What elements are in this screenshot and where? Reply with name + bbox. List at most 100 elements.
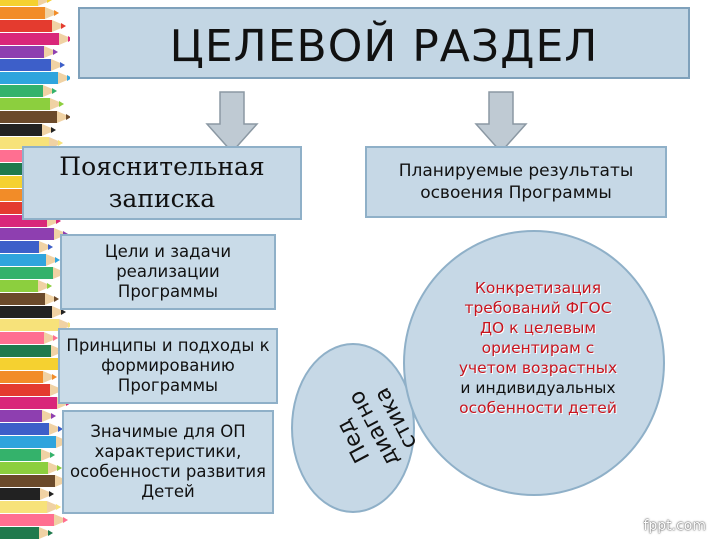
pencil-tip: [49, 423, 63, 435]
pencil-lead: [52, 374, 57, 380]
pencil-body: [0, 410, 42, 422]
pencil-body: [0, 254, 46, 266]
pencil-lead: [48, 244, 53, 250]
pencil-lead: [61, 23, 66, 29]
pencil-body: [0, 59, 51, 71]
pencil-tip: [57, 111, 70, 123]
characteristics-line: Значимые для ОП: [90, 422, 246, 441]
pencil-body: [0, 475, 55, 487]
down-arrow-icon-left: [205, 91, 259, 154]
pencil-lead: [51, 413, 56, 419]
pencil-tip: [46, 254, 60, 266]
pencil-lead: [47, 0, 52, 3]
pencil-lead: [52, 88, 57, 94]
pencil-tip: [43, 371, 57, 383]
pencil-lead: [58, 140, 63, 146]
planned-results-box: Планируемые результаты освоения Программ…: [365, 146, 667, 218]
pencil-body: [0, 501, 47, 513]
pencil-lead: [54, 10, 59, 16]
pencil-tip: [48, 462, 62, 474]
pencil-tip: [58, 72, 70, 84]
pencil-body: [0, 397, 57, 409]
pencil-body: [0, 293, 45, 305]
goals-tasks-box: Цели и задачи реализации Программы: [60, 234, 276, 310]
pencil-body: [0, 241, 39, 253]
concretization-circle: [403, 230, 665, 496]
pencil-tip: [51, 59, 65, 71]
pencil-lead: [68, 36, 70, 42]
pencil-tip: [50, 384, 64, 396]
pencil-lead: [68, 322, 70, 328]
pencil-body: [0, 228, 54, 240]
pencil-tip: [44, 46, 58, 58]
characteristics-line: характеристики,: [94, 442, 242, 461]
concretization-line: ДО к целевым: [479, 319, 597, 337]
pencil-body: [0, 124, 42, 136]
pencil-lead: [50, 452, 55, 458]
pencil-body: [0, 462, 48, 474]
down-arrow-icon-right: [474, 91, 528, 154]
principles-line: Программы: [117, 376, 219, 395]
pencil-body: [0, 332, 44, 344]
pencil-tip: [59, 33, 70, 45]
pencil-body: [0, 384, 50, 396]
pencil-lead: [67, 75, 70, 81]
pencil-tip: [52, 20, 66, 32]
pencil-body: [0, 358, 58, 370]
plan-line: освоения Программы: [420, 183, 612, 203]
pencil-body: [0, 423, 49, 435]
page-title: ЦЕЛЕВОЙ РАЗДЕЛ: [78, 7, 690, 79]
pencil-body: [0, 345, 51, 357]
pencil-body: [0, 72, 58, 84]
pencil-body: [0, 33, 59, 45]
pencil-lead: [49, 491, 54, 497]
pencil-lead: [53, 49, 58, 55]
pencil-tip: [41, 449, 55, 461]
pencil-tip: [52, 306, 66, 318]
pencil-tip: [42, 124, 56, 136]
explanatory-note-box: Пояснительная записка: [22, 146, 302, 220]
pencil-body: [0, 98, 50, 110]
pencil-tip: [45, 293, 59, 305]
pencil-lead: [66, 114, 70, 120]
pencil-body: [0, 527, 39, 539]
principles-line: формированию: [101, 356, 235, 375]
concretization-line: и индивидуальных: [460, 379, 616, 397]
pencil-tip: [45, 7, 59, 19]
pencil-body: [0, 514, 54, 526]
pencil-body: [0, 20, 52, 32]
concretization-line: учетом возрастных: [458, 359, 618, 377]
pencil-body: [0, 488, 40, 500]
concretization-line: требований ФГОС: [464, 299, 612, 317]
principles-line: Принципы и подходы к: [66, 336, 270, 355]
pencil-tip: [38, 280, 52, 292]
pencil-lead: [53, 335, 58, 341]
pencil-body: [0, 267, 53, 279]
pencil-body: [0, 85, 43, 97]
pencil-body: [0, 436, 56, 448]
characteristics-line: Детей: [141, 482, 195, 501]
pencil-tip: [43, 85, 57, 97]
pencil-tip: [50, 98, 64, 110]
pencil-lead: [63, 517, 68, 523]
pencil-tip: [39, 241, 53, 253]
pencil-tip: [42, 410, 56, 422]
pencil-lead: [60, 62, 65, 68]
pencil-lead: [56, 504, 61, 510]
pencil-body: [0, 371, 43, 383]
concretization-line: ориентирам с: [481, 339, 595, 357]
pencil-body: [0, 319, 59, 331]
characteristics-box: Значимые для ОП характеристики, особенно…: [62, 410, 274, 514]
pencil-lead: [48, 530, 53, 536]
pencil-lead: [57, 465, 62, 471]
characteristics-line: особенности развития: [70, 462, 266, 481]
goals-line: Цели и задачи: [104, 242, 232, 261]
pencil-body: [0, 111, 57, 123]
pencil-body: [0, 7, 45, 19]
pencil-lead: [59, 101, 64, 107]
pencil-lead: [61, 309, 66, 315]
watermark: fppt.com: [643, 518, 706, 534]
principles-box: Принципы и подходы к формированию Програ…: [58, 328, 278, 404]
concretization-line: Конкретизация: [474, 279, 602, 297]
pencil-lead: [47, 283, 52, 289]
